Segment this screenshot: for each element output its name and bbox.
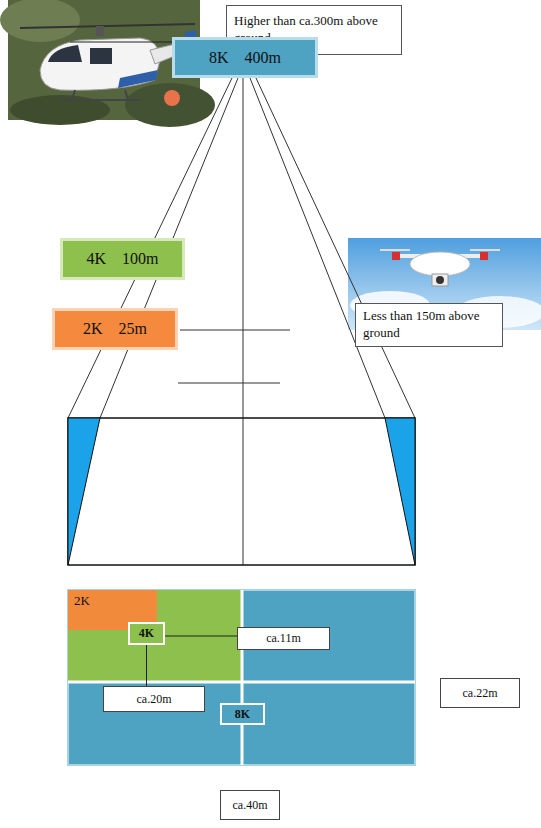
box-text: ca.22m (463, 686, 498, 701)
coverage-grid (68, 590, 415, 765)
box-text: ca.20m (137, 692, 172, 707)
box-text: 8K 400m (209, 49, 281, 67)
box-text: 8K (235, 707, 250, 722)
box-text: 4K 100m (87, 250, 159, 268)
leader-connector (146, 645, 147, 686)
box-text: 4K (139, 626, 154, 641)
box-text: ca.40m (233, 798, 268, 813)
note-box: Less than 150m above ground (355, 303, 503, 347)
box-text: 2K 25m (83, 320, 147, 338)
footprint-cone (68, 418, 415, 565)
dimension-label: ca.11m (237, 627, 330, 650)
dimension-label: ca.22m (440, 678, 520, 708)
altitude-box: 4K 100m (60, 238, 185, 280)
box-text: Less than 150m above ground (363, 308, 495, 342)
box-text: ca.11m (266, 631, 301, 646)
resolution-box: 4K (128, 622, 165, 645)
leader-connector (165, 636, 237, 637)
dimension-label: ca.40m (220, 790, 280, 820)
altitude-box: 2K 25m (52, 308, 178, 350)
box-text: 2K (74, 593, 90, 609)
dimension-label: ca.20m (103, 686, 205, 712)
resolution-box: 8K (220, 703, 265, 725)
altitude-box: 8K 400m (172, 37, 318, 78)
